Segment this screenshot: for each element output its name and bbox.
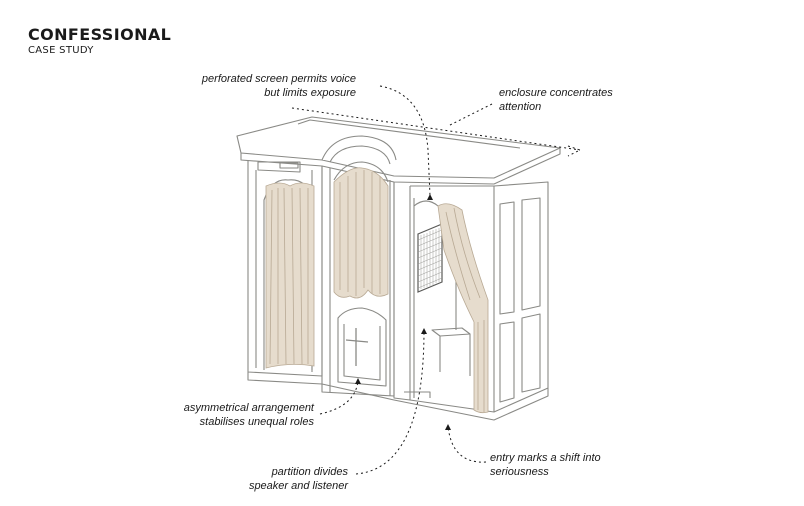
- leader-enclosure: [447, 103, 493, 127]
- perforated-screen: [417, 223, 443, 293]
- leader-arrowheads: [355, 194, 451, 430]
- annotation-asymmetry: asymmetrical arrangement stabilises uneq…: [184, 401, 314, 429]
- annotation-entry: entry marks a shift into seriousness: [490, 451, 601, 479]
- annotation-enclosure-line2: attention: [499, 101, 542, 113]
- leader-entry: [447, 425, 487, 463]
- annotation-partition-line2: speaker and listener: [248, 480, 348, 492]
- left-curtain: [265, 182, 315, 369]
- leader-screen: [379, 85, 431, 197]
- annotation-asymmetry-line2: stabilises unequal roles: [199, 416, 314, 428]
- annotation-entry-line1: entry marks a shift into: [490, 452, 601, 464]
- page-title: CONFESSIONAL: [28, 25, 172, 44]
- annotation-enclosure: enclosure concentrates attention: [499, 86, 613, 114]
- leader-enclosure-top: [291, 107, 581, 151]
- arched-crest: [321, 135, 397, 161]
- annotation-screen-line1: perforated screen permits voice: [201, 73, 356, 85]
- annotation-entry-line2: seriousness: [490, 466, 549, 478]
- curtains: [265, 167, 489, 414]
- right-curtain: [437, 203, 489, 414]
- annotation-partition-line1: partition divides: [271, 466, 348, 478]
- leader-enclosure-tick: [567, 145, 582, 157]
- page-subtitle: CASE STUDY: [28, 45, 94, 56]
- cornice: [236, 116, 561, 179]
- annotation-screen: perforated screen permits voice but limi…: [202, 72, 356, 100]
- annotation-partition: partition divides speaker and listener: [249, 465, 348, 493]
- cross-panel: [337, 307, 387, 387]
- leader-asymmetry: [319, 379, 359, 415]
- annotation-enclosure-line1: enclosure concentrates: [499, 87, 613, 99]
- annotation-asymmetry-line1: asymmetrical arrangement: [183, 402, 314, 414]
- annotation-screen-line2: but limits exposure: [264, 87, 356, 99]
- centre-curtain: [333, 167, 389, 299]
- leader-partition: [355, 329, 425, 475]
